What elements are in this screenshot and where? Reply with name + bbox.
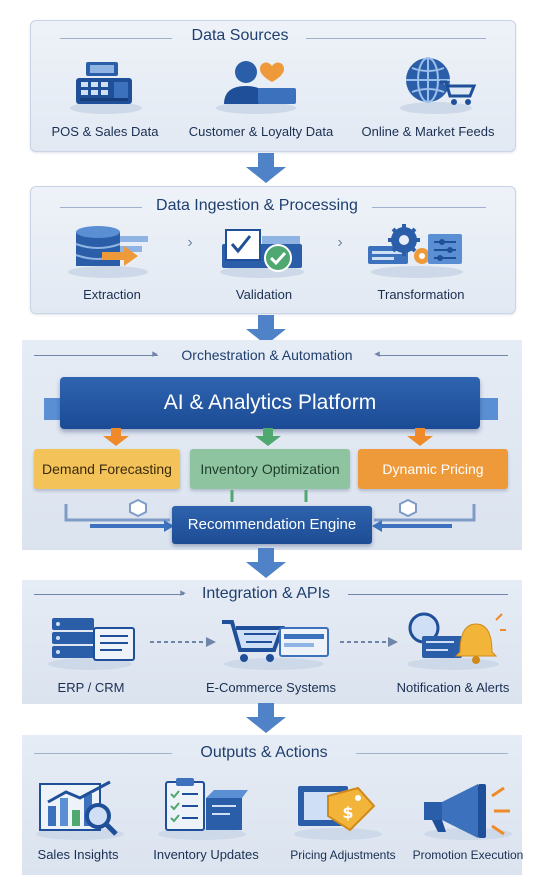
section-title-ingestion: Data Ingestion & Processing: [156, 197, 358, 214]
module-demand-forecasting: Demand Forecasting: [34, 449, 180, 489]
flow-down-arrow: [246, 153, 286, 183]
ingestion-label-transformation: Transformation: [377, 287, 465, 302]
platform-side-left: [44, 398, 64, 420]
chevron-right-icon: ›: [337, 234, 343, 251]
output-label-pricing-adjustments: Pricing Adjustments: [290, 848, 396, 862]
ingestion-label-extraction: Extraction: [83, 287, 141, 302]
section-title-outputs: Outputs & Actions: [200, 744, 328, 761]
pos-register-icon: [70, 62, 142, 114]
divider-arrow: [378, 355, 508, 356]
recommendation-engine: Recommendation Engine: [172, 506, 372, 544]
platform-side-right: [478, 398, 498, 420]
module-inventory-optimization: Inventory Optimization: [190, 449, 350, 489]
divider: [372, 207, 486, 208]
arrow-left-icon: ◂: [374, 348, 380, 360]
divider: [60, 38, 172, 39]
divider: [34, 753, 172, 754]
chevron-right-icon: ›: [187, 234, 193, 251]
divider-arrow: [348, 594, 508, 595]
section-title-integration: Integration & APIs: [201, 585, 331, 602]
divider-arrow: [34, 355, 158, 356]
output-label-inventory-updates: Inventory Updates: [153, 847, 259, 862]
ai-analytics-platform: AI & Analytics Platform: [60, 377, 480, 429]
megaphone-icon: [424, 784, 512, 840]
gear-transformation-icon: [368, 224, 463, 278]
svg-text:$: $: [342, 803, 353, 822]
source-label-pos: POS & Sales Data: [51, 124, 159, 139]
integration-label-notifications: Notification & Alerts: [396, 680, 510, 695]
divider: [306, 38, 486, 39]
divider-arrow: [34, 594, 184, 595]
dashed-connector-arrow: [340, 637, 398, 647]
checklist-validation-icon: [220, 229, 304, 278]
green-down-arrow: [255, 428, 281, 446]
orange-down-arrow: [407, 428, 433, 446]
orange-down-arrow: [103, 428, 129, 446]
module-dynamic-pricing: Dynamic Pricing: [358, 449, 508, 489]
price-tag-icon: $: [294, 786, 382, 840]
source-label-online: Online & Market Feeds: [361, 124, 495, 139]
flow-down-arrow: [246, 315, 286, 345]
divider: [60, 207, 142, 208]
inventory-clipboard-icon: [158, 778, 248, 840]
dashed-connector-arrow: [150, 637, 216, 647]
module-connectors: [64, 490, 476, 532]
sales-chart-magnifier-icon: [36, 780, 124, 840]
flow-down-arrow: [246, 703, 286, 733]
output-label-promotion-execution: Promotion Execution: [412, 848, 524, 862]
globe-cart-icon: [400, 57, 477, 114]
source-label-customer: Customer & Loyalty Data: [188, 124, 334, 139]
section-title-data-sources: Data Sources: [191, 27, 289, 44]
arrow-right-icon: ▸: [152, 348, 158, 360]
database-extraction-icon: [68, 226, 148, 278]
integration-label-erp: ERP / CRM: [57, 680, 125, 695]
notification-bell-icon: [407, 612, 506, 670]
section-title-orchestration: Orchestration & Automation: [181, 347, 353, 363]
divider: [356, 753, 508, 754]
customer-loyalty-icon: [216, 61, 296, 114]
shopping-cart-icon: [222, 620, 329, 670]
integration-label-ecommerce: E-Commerce Systems: [205, 680, 337, 695]
output-label-sales-insights: Sales Insights: [37, 847, 119, 862]
erp-server-icon: [48, 618, 135, 670]
arrow-right-icon: ▸: [180, 587, 186, 599]
ingestion-label-validation: Validation: [235, 287, 293, 302]
flow-down-arrow: [246, 548, 286, 578]
